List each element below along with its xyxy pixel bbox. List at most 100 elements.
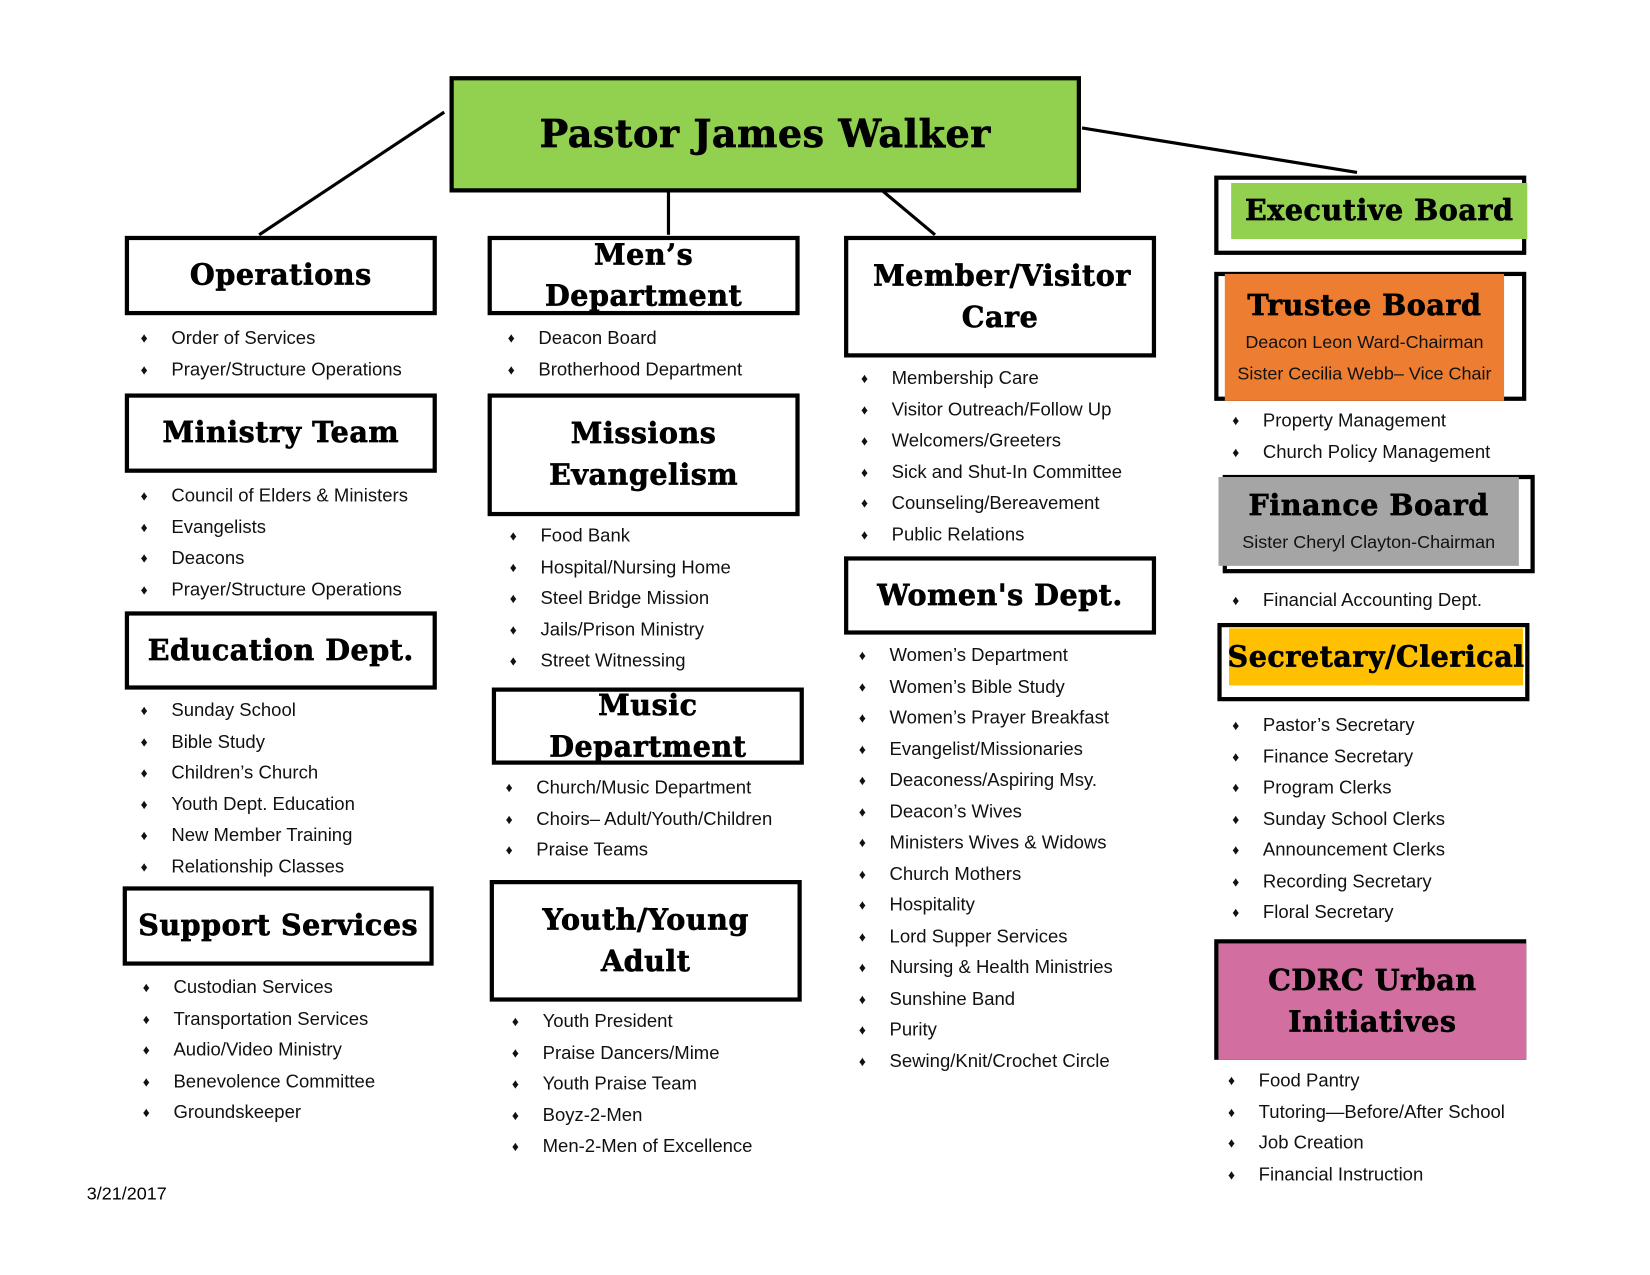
bullet-diamond-icon: ♦ (509, 621, 517, 638)
bullet-diamond-icon: ♦ (858, 647, 866, 664)
list-item-label: Youth President (542, 1010, 673, 1032)
bullet-diamond-icon: ♦ (858, 709, 866, 726)
list-item-label: Public Relations (891, 523, 1025, 545)
bullet-diamond-icon: ♦ (505, 779, 513, 796)
list-item-label: Sick and Shut-In Committee (891, 460, 1123, 482)
list-item-label: Church/Music Department (536, 776, 752, 798)
list-item-label: Job Creation (1258, 1131, 1364, 1153)
pastor-box: Pastor James Walker (449, 76, 1081, 193)
list-item-label: Order of Services (171, 326, 316, 348)
operations-title: Operations (189, 259, 372, 292)
bullet-diamond-icon: ♦ (140, 827, 148, 843)
list-item-label: Transportation Services (173, 1007, 369, 1029)
list-item-label: Hospitality (889, 893, 975, 915)
date-label: 3/21/2017 (86, 1183, 167, 1204)
support-box: Support Services (122, 886, 434, 966)
list-item-label: Floral Secretary (1262, 901, 1394, 923)
missions-box: Missions Evangelism (487, 393, 800, 517)
bullet-diamond-icon: ♦ (858, 772, 866, 788)
bullet-diamond-icon: ♦ (858, 1052, 866, 1069)
bullet-diamond-icon: ♦ (858, 928, 866, 944)
list-item-label: Women’s Department (889, 644, 1068, 666)
bullet-diamond-icon: ♦ (140, 550, 148, 566)
bullet-diamond-icon: ♦ (1232, 592, 1240, 609)
list-item-label: Audio/Video Ministry (173, 1038, 342, 1060)
mens-box: Men’s Department (487, 235, 800, 316)
ministry-team-title: Ministry Team (162, 416, 400, 450)
cdrc-box: CDRC Urban Initiatives (1214, 939, 1527, 1060)
list-item-label: Sewing/Knit/Crochet Circle (889, 1049, 1110, 1071)
operations-box: Operations (124, 235, 437, 316)
executive-fill: Executive Board (1231, 182, 1528, 240)
bullet-diamond-icon: ♦ (509, 527, 517, 544)
list-item-label: Benevolence Committee (173, 1069, 376, 1092)
list-item-label: Pastor’s Secretary (1262, 713, 1415, 736)
bullet-diamond-icon: ♦ (1232, 748, 1240, 765)
bullet-diamond-icon: ♦ (860, 495, 868, 511)
bullet-diamond-icon: ♦ (140, 702, 148, 719)
member-care-title: Member/Visitor Care (873, 259, 1131, 334)
list-item-label: Financial Instruction (1258, 1162, 1424, 1185)
bullet-diamond-icon: ♦ (1232, 810, 1240, 827)
bullet-diamond-icon: ♦ (860, 432, 868, 449)
list-item-label: Prayer/Structure Operations (171, 358, 402, 380)
womens-box: Women's Dept. (844, 556, 1157, 635)
bullet-diamond-icon: ♦ (507, 361, 515, 378)
list-item-label: Youth Praise Team (542, 1072, 697, 1094)
bullet-diamond-icon: ♦ (511, 1044, 519, 1061)
list-item-label: Welcomers/Greeters (891, 429, 1062, 451)
mens-title: Men’s Department (544, 238, 743, 313)
list-item-label: Jails/Prison Ministry (540, 618, 705, 640)
finance-title: Finance Board (1248, 489, 1489, 522)
bullet-diamond-icon: ♦ (858, 896, 866, 913)
executive-title: Executive Board (1244, 194, 1514, 228)
bullet-diamond-icon: ♦ (858, 865, 866, 882)
list-item-label: Women’s Bible Study (889, 675, 1065, 697)
bullet-diamond-icon: ♦ (509, 652, 517, 669)
bullet-diamond-icon: ♦ (140, 330, 148, 346)
bullet-diamond-icon: ♦ (140, 581, 148, 598)
ministry-team-box: Ministry Team (124, 393, 437, 473)
list-item-label: Sunshine Band (889, 987, 1016, 1009)
bullet-diamond-icon: ♦ (511, 1138, 519, 1154)
bullet-diamond-icon: ♦ (142, 979, 150, 996)
list-item-label: Relationship Classes (171, 855, 345, 877)
list-item-label: Membership Care (891, 367, 1039, 389)
list-item-label: Boyz-2-Men (542, 1103, 643, 1125)
list-item-label: Hospital/Nursing Home (540, 555, 731, 577)
bullet-diamond-icon: ♦ (1227, 1166, 1236, 1182)
music-title: Music Department (549, 689, 747, 764)
list-item-label: Financial Accounting Dept. (1262, 589, 1483, 611)
support-title: Support Services (138, 909, 419, 943)
bullet-diamond-icon: ♦ (1232, 841, 1240, 858)
bullet-diamond-icon: ♦ (1227, 1072, 1236, 1089)
bullet-diamond-icon: ♦ (509, 590, 517, 607)
bullet-diamond-icon: ♦ (142, 1073, 150, 1089)
bullet-diamond-icon: ♦ (1227, 1103, 1236, 1120)
pastor-name: Pastor James Walker (539, 111, 991, 157)
music-box: Music Department (491, 687, 804, 765)
list-item-label: Deaconess/Aspiring Msy. (889, 768, 1097, 791)
list-item-label: Evangelist/Missionaries (889, 737, 1083, 759)
bullet-diamond-icon: ♦ (1232, 412, 1240, 429)
bullet-diamond-icon: ♦ (140, 361, 148, 378)
bullet-diamond-icon: ♦ (511, 1106, 519, 1123)
list-item-label: Street Witnessing (540, 649, 686, 671)
list-item-label: Counseling/Bereavement (891, 491, 1100, 513)
list-item-label: Brotherhood Department (538, 358, 743, 380)
connector-line (882, 190, 937, 237)
education-title: Education Dept. (147, 634, 414, 667)
bullet-diamond-icon: ♦ (1232, 779, 1240, 796)
list-item-label: Evangelists (171, 515, 267, 537)
bullet-diamond-icon: ♦ (140, 795, 148, 812)
list-item-label: Sunday School (171, 699, 296, 721)
list-item-label: Church Mothers (889, 862, 1022, 884)
member-care-box: Member/Visitor Care (844, 235, 1157, 358)
list-item-label: Program Clerks (1262, 776, 1392, 798)
list-item-label: Praise Dancers/Mime (542, 1041, 720, 1063)
list-item-label: Women’s Prayer Breakfast (889, 706, 1109, 728)
list-item-label: Bible Study (171, 730, 265, 752)
bullet-diamond-icon: ♦ (142, 1010, 150, 1027)
list-item-label: Tutoring—Before/After School (1258, 1100, 1505, 1122)
